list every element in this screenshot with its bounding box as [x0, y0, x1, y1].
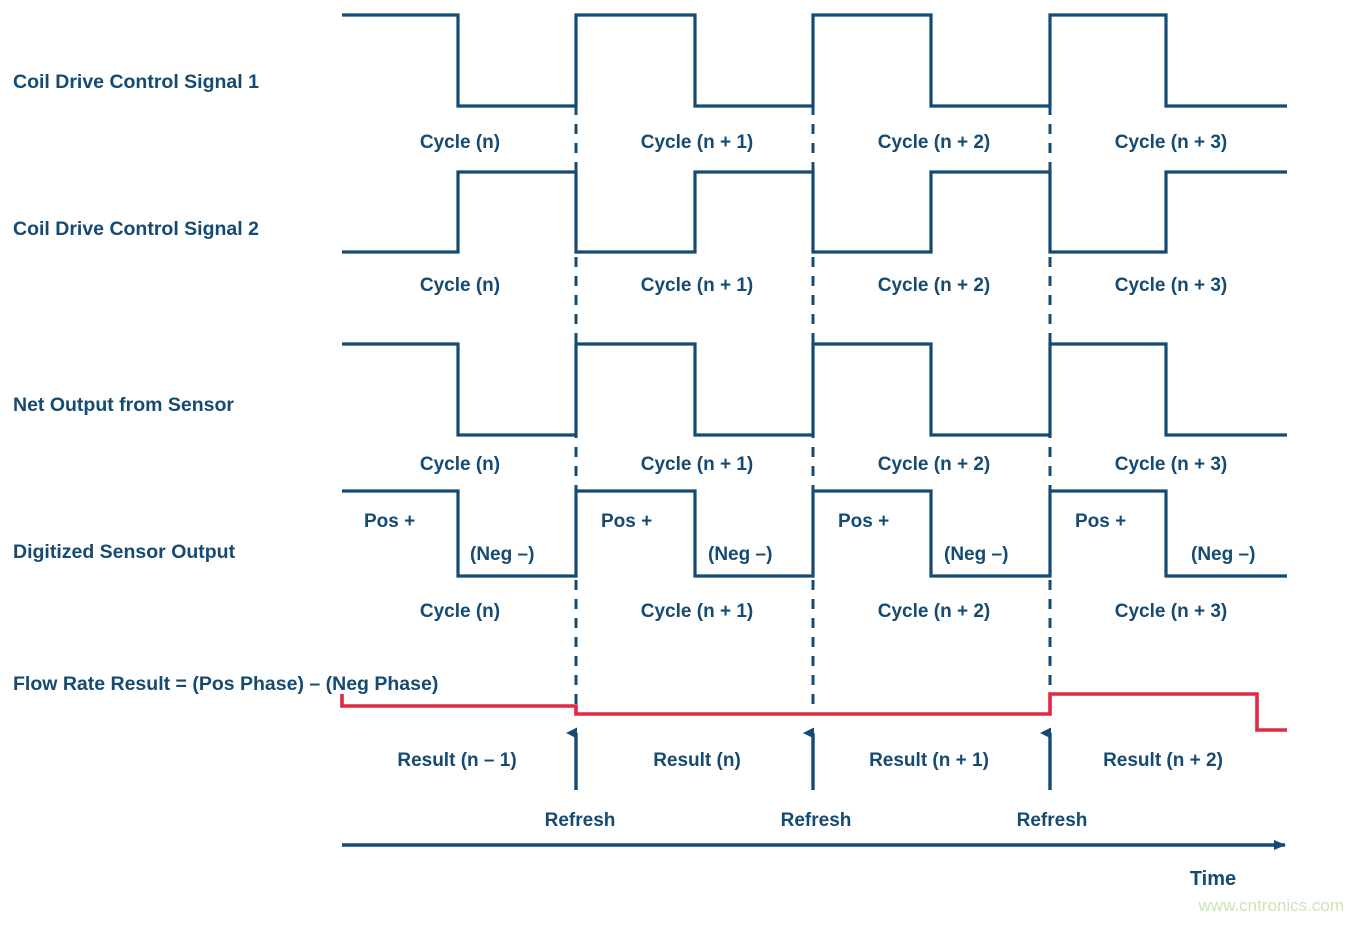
waveform-net-output-from-sensor — [342, 342, 1287, 437]
row-label-digitized-sensor-output: Digitized Sensor Output — [13, 541, 236, 563]
row-label-coil-drive-control-signal-1: Coil Drive Control Signal 1 — [13, 71, 259, 93]
cycle-label-s1-n3: Cycle (n + 3) — [1115, 132, 1227, 153]
result-label-n-plus-2: Result (n + 2) — [1103, 750, 1223, 771]
cycle-label-s3-n: Cycle (n) — [420, 454, 500, 475]
phase-label-neg-1: (Neg –) — [470, 544, 534, 565]
row-label-net-output-from-sensor: Net Output from Sensor — [13, 394, 234, 416]
phase-label-pos-3: Pos + — [838, 511, 889, 532]
result-label-n-minus-1: Result (n – 1) — [397, 750, 516, 771]
cycle-label-s2-n1: Cycle (n + 1) — [641, 275, 753, 296]
cycle-label-s2-n3: Cycle (n + 3) — [1115, 275, 1227, 296]
cycle-label-s4-n3: Cycle (n + 3) — [1115, 601, 1227, 622]
cycle-label-s1-n2: Cycle (n + 2) — [878, 132, 990, 153]
waveform-coil-drive-control-signal-2 — [342, 170, 1287, 254]
phase-label-pos-1: Pos + — [364, 511, 415, 532]
cycle-label-s4-n1: Cycle (n + 1) — [641, 601, 753, 622]
cycle-label-s1-n: Cycle (n) — [420, 132, 500, 153]
cycle-label-s2-n: Cycle (n) — [420, 275, 500, 296]
refresh-label-3: Refresh — [1017, 810, 1088, 831]
cycle-label-s4-n: Cycle (n) — [420, 601, 500, 622]
cycle-label-s4-n2: Cycle (n + 2) — [878, 601, 990, 622]
row-label-coil-drive-control-signal-2: Coil Drive Control Signal 2 — [13, 218, 259, 240]
phase-label-pos-2: Pos + — [601, 511, 652, 532]
time-axis-label: Time — [1190, 868, 1236, 890]
phase-label-neg-2: (Neg –) — [708, 544, 772, 565]
cycle-label-s3-n2: Cycle (n + 2) — [878, 454, 990, 475]
watermark-label: www.cntronics.com — [1198, 896, 1344, 915]
row-label-flow-rate-result: Flow Rate Result = (Pos Phase) – (Neg Ph… — [13, 673, 438, 695]
phase-label-neg-3: (Neg –) — [944, 544, 1008, 565]
phase-label-neg-4: (Neg –) — [1191, 544, 1255, 565]
phase-label-pos-4: Pos + — [1075, 511, 1126, 532]
cycle-label-s3-n1: Cycle (n + 1) — [641, 454, 753, 475]
cycle-label-s1-n1: Cycle (n + 1) — [641, 132, 753, 153]
cycle-label-s2-n2: Cycle (n + 2) — [878, 275, 990, 296]
cycle-label-s3-n3: Cycle (n + 3) — [1115, 454, 1227, 475]
waveform-digitized-sensor-output — [342, 489, 1287, 578]
waveform-flow-rate-result — [340, 692, 1287, 732]
result-label-n-plus-1: Result (n + 1) — [869, 750, 989, 771]
waveform-coil-drive-control-signal-1 — [342, 13, 1287, 108]
result-label-n: Result (n) — [653, 750, 741, 771]
refresh-label-1: Refresh — [545, 810, 616, 831]
refresh-label-2: Refresh — [781, 810, 852, 831]
